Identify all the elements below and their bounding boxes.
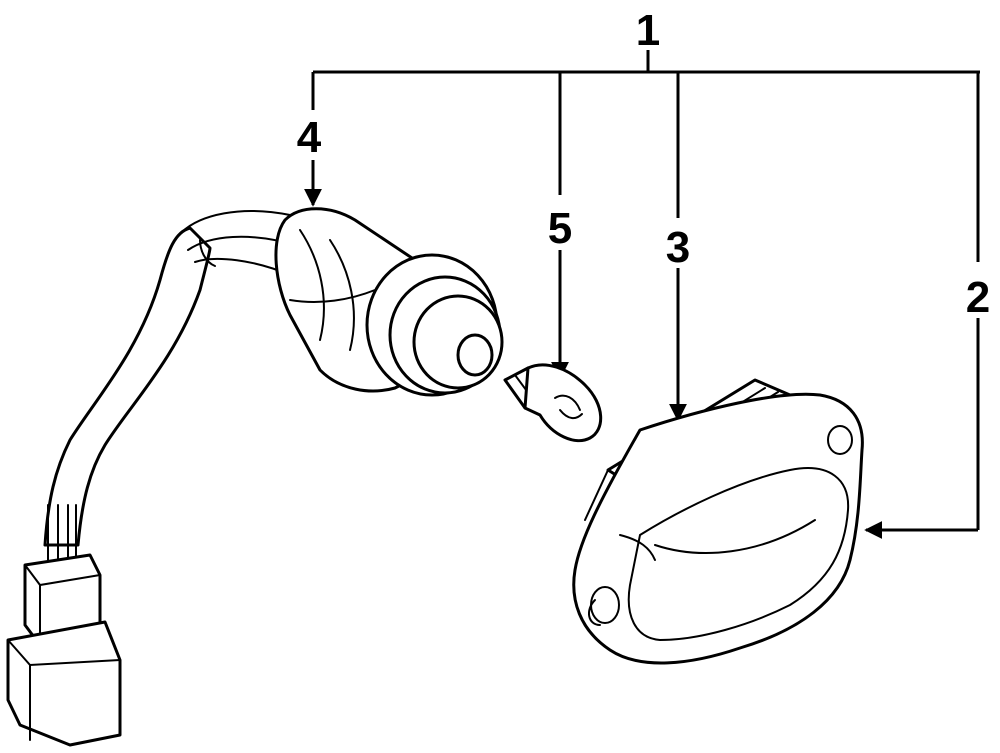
lens-highlight-1	[654, 519, 816, 554]
callout-4: 4	[297, 113, 322, 162]
wire-1	[181, 210, 291, 233]
socket-rib-1	[299, 229, 325, 341]
callout-2: 2	[966, 273, 990, 322]
wire-loom	[43, 226, 212, 547]
lens-edge	[619, 534, 656, 561]
lens-dome	[627, 467, 850, 642]
leader-lines	[304, 50, 980, 539]
mount-tab-left	[590, 586, 620, 624]
socket-rib-2	[329, 239, 355, 351]
bulb-filament	[554, 394, 581, 411]
mount-hole-left	[588, 599, 601, 626]
callout-3: 3	[666, 223, 690, 272]
lamp-housing-part	[572, 378, 864, 665]
socket-seam	[289, 289, 376, 303]
connector-body	[6, 620, 122, 747]
mount-hole-right	[827, 425, 853, 455]
callout-5: 5	[548, 204, 572, 253]
socket-harness-part	[6, 207, 504, 747]
bulb-filament-2	[559, 409, 583, 420]
wire-clip	[199, 239, 216, 267]
lamp-housing-body	[572, 392, 864, 665]
callout-1: 1	[636, 6, 660, 55]
bulb-glass	[523, 363, 603, 443]
socket-opening	[456, 333, 494, 377]
bulb-part	[503, 363, 603, 443]
lens-top-side	[584, 469, 609, 521]
